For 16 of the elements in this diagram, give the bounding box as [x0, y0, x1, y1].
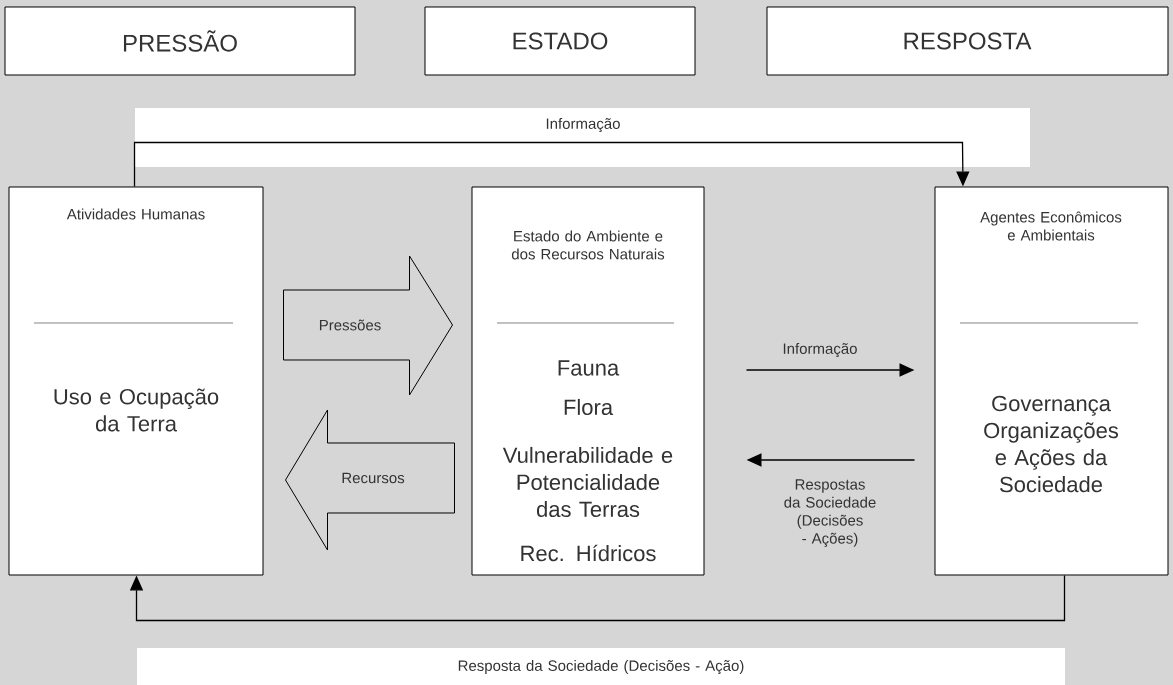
arrow	[129, 574, 1066, 622]
edge-label: Pressões	[319, 319, 381, 331]
header-box: ESTADO	[424, 6, 696, 76]
edge-label: Resposta da Sociedade (Decisões - Ação)	[458, 659, 744, 674]
header-box: PRESSÃO	[4, 6, 356, 76]
edge-label: Informação	[546, 118, 620, 132]
edge-label: Respostas da Sociedade (Decisões - Ações)	[784, 479, 876, 547]
edge-label: Recursos	[342, 472, 405, 484]
header-box: RESPOSTA	[766, 6, 1169, 76]
block-arrow	[283, 255, 453, 396]
arrow	[133, 141, 970, 188]
block-arrow	[285, 409, 455, 551]
edge-label: Informação	[783, 343, 857, 357]
content-box: Agentes Econômicos e Ambientais Governança Organizações e Ações da Sociedade	[934, 186, 1169, 576]
content-box: Atividades Humanas Uso e Ocupação da Terra	[8, 186, 264, 576]
content-box: Estado do Ambiente e dos Recursos Naturais Fauna Flora Vulnerabilidade e Potencialidade das Terras Rec. Hídricos	[471, 186, 705, 576]
